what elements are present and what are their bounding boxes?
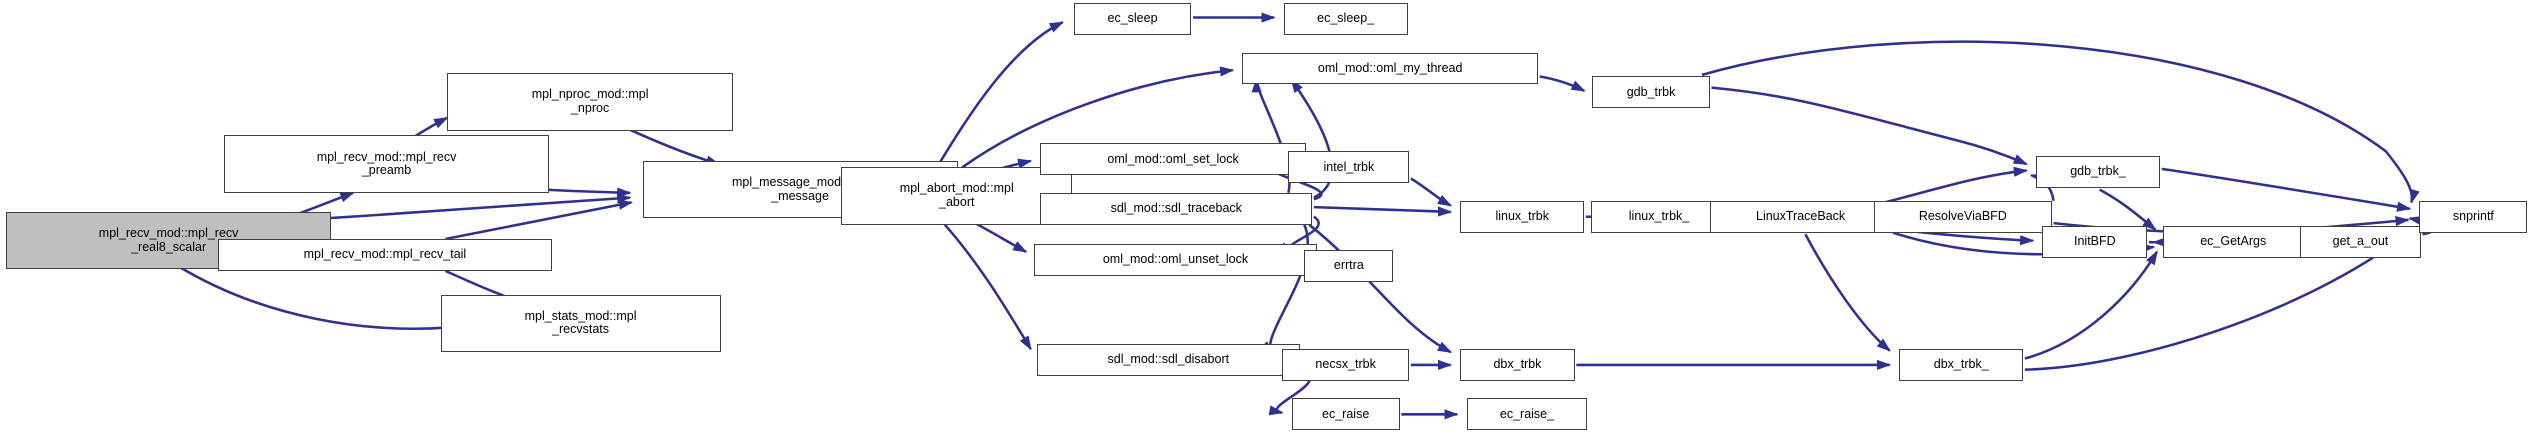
edge-gdbtrbk-to-gdbtrbk_ [1711,86,2028,166]
edge-sdltrb-to-dbxtrbk [1308,223,1453,354]
graph-node[interactable]: snprintf [2419,200,2528,233]
graph-node[interactable]: ec_GetArgs [2163,226,2304,259]
graph-node[interactable]: intel_trbk [1288,151,1410,184]
graph-node-label: ec_sleep [1107,11,1158,26]
graph-node[interactable]: ResolveViaBFD [1873,200,2052,233]
graph-node[interactable]: dbx_trbk_ [1899,348,2024,381]
graph-node-label: get_a_out [2332,234,2389,249]
graph-node-label: ec_sleep_ [1317,11,1375,26]
graph-node[interactable]: dbx_trbk [1460,348,1575,381]
graph-node-label: sdl_mod::sdl_disabort [1107,352,1230,367]
graph-node[interactable]: linux_trbk [1460,200,1585,233]
graph-node-label: linux_trbk [1495,208,1549,223]
graph-node[interactable]: ec_sleep [1073,3,1192,36]
graph-node-label: ec_GetArgs [2200,234,2267,249]
edge-sdltrb-to-omlmythread [1251,78,1291,194]
graph-node-label: snprintf [2452,208,2494,223]
graph-node[interactable]: linux_trbk_ [1590,200,1728,233]
graph-node-label: InitBFD [2074,234,2116,249]
graph-node[interactable]: oml_mod::oml_my_thread [1242,52,1539,85]
graph-node-label: mpl_nproc_mod::mpl _nproc [531,87,649,115]
edge-linuxtraceback-to-dbxtrbk_ [1804,233,1891,352]
graph-node[interactable]: mpl_recv_mod::mpl_recv_tail [217,239,552,271]
graph-node-label: dbx_trbk [1493,357,1542,372]
graph-node[interactable]: ec_raise [1291,398,1400,431]
graph-node-label: intel_trbk [1323,159,1375,174]
edge-gdbtrbk_-to-ecgetargs [2099,188,2157,231]
graph-node[interactable]: mpl_nproc_mod::mpl _nproc [446,73,734,131]
edge-dbxtrbk_-to-ecgetargs [2024,250,2158,360]
graph-node-label: ec_raise_ [1499,406,1555,421]
graph-node-label: mpl_recv_mod::mpl_recv_tail [303,247,467,262]
graph-node[interactable]: gdb_trbk [1592,76,1710,109]
edge-inteltrbk-to-linuxtrbk [1410,177,1453,207]
graph-node[interactable]: mpl_stats_mod::mpl _recvstats [440,294,721,353]
graph-node[interactable]: necsx_trbk [1282,348,1410,381]
graph-node-label: sdl_mod::sdl_traceback [1110,200,1242,215]
edge-abort-to-sdldisabort [943,223,1032,351]
graph-node[interactable]: sdl_mod::sdl_disabort [1037,344,1300,377]
graph-node-label: mpl_abort_mod::mpl _abort [899,181,1014,209]
edge-linuxtraceback-to-gdbtrbk_ [1884,166,2029,204]
graph-node-label: oml_mod::oml_set_lock [1107,151,1239,166]
graph-node[interactable]: mpl_recv_mod::mpl_recv _preamb [224,135,549,193]
graph-node-label: gdb_trbk [1626,84,1676,99]
graph-node-label: errtra [1333,258,1364,273]
graph-node[interactable]: mpl_abort_mod::mpl _abort [841,167,1073,225]
edge-gdbtrbk_-to-snprintf [2161,167,2412,212]
graph-node[interactable]: oml_mod::oml_set_lock [1040,143,1306,176]
graph-node[interactable]: oml_mod::oml_unset_lock [1033,243,1318,276]
graph-node-label: mpl_recv_mod::mpl_recv _preamb [316,149,457,178]
edge-nproc-to-message [627,127,721,166]
graph-node-label: oml_mod::oml_unset_lock [1102,251,1249,266]
graph-node-label: oml_mod::oml_my_thread [1317,60,1463,75]
graph-node-label: gdb_trbk_ [2070,164,2126,179]
graph-node[interactable]: ec_raise_ [1466,398,1588,431]
edge-tail-to-message [445,199,634,241]
graph-node-label: ec_raise [1322,406,1370,421]
graph-node[interactable]: errtra [1304,250,1394,283]
graph-node[interactable]: sdl_mod::sdl_traceback [1040,192,1313,225]
edge-sdltrb-to-linuxtrbk [1313,205,1453,217]
graph-node[interactable]: get_a_out [2300,226,2421,259]
graph-node[interactable]: ec_sleep_ [1283,3,1408,36]
graph-node-label: linux_trbk_ [1628,208,1690,223]
graph-node-label: dbx_trbk_ [1933,357,1989,372]
graph-node-label: ResolveViaBFD [1918,208,2007,223]
graph-node-label: LinuxTraceBack [1756,208,1846,223]
graph-node-label: necsx_trbk [1315,357,1376,372]
graph-node[interactable]: gdb_trbk_ [2036,156,2161,189]
edge-scalar-to-recvstats [177,265,487,331]
graph-node-label: mpl_stats_mod::mpl _recvstats [524,308,637,337]
graph-node[interactable]: LinuxTraceBack [1709,200,1892,233]
graph-node[interactable]: InitBFD [2042,226,2148,259]
edge-omlmythread-to-gdbtrbk [1539,75,1586,92]
